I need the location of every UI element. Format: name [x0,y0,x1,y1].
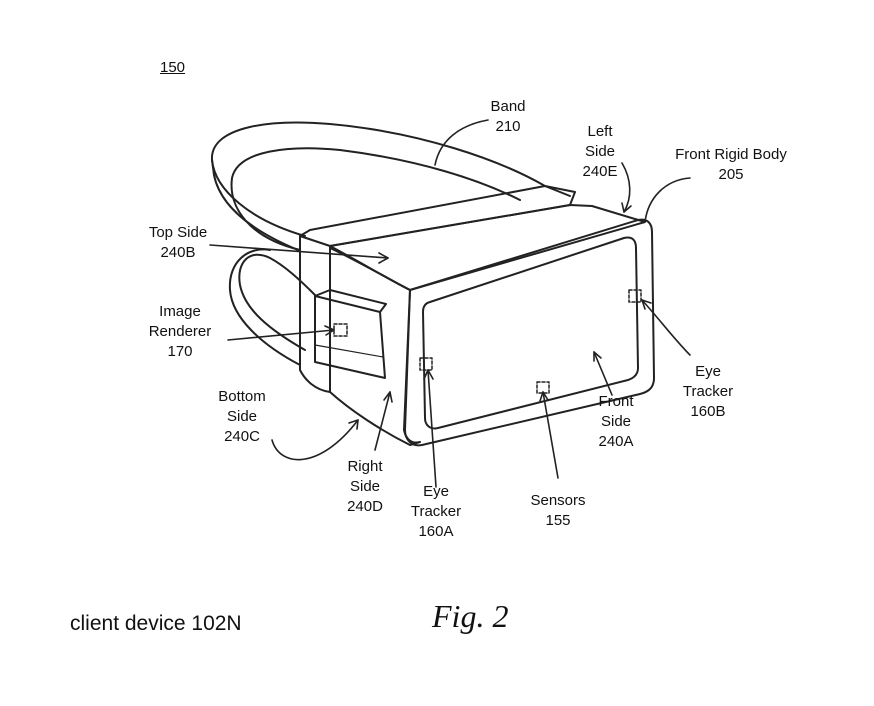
back-rim [299,185,576,247]
eye-tracker-b-box [628,289,642,303]
sensors-box [536,381,550,394]
front-rigid-body [404,218,655,447]
band [210,121,571,237]
device-label: client device 102N [70,612,242,635]
front-side [422,236,639,430]
image-renderer-box [333,323,348,337]
figure-reference: 150 [160,59,186,76]
right-side-face [329,245,421,446]
figure-caption: Fig. 2 [432,598,509,634]
eye-tracker-a-box [419,357,433,371]
image-renderer [314,295,386,379]
band-inner [230,147,521,251]
